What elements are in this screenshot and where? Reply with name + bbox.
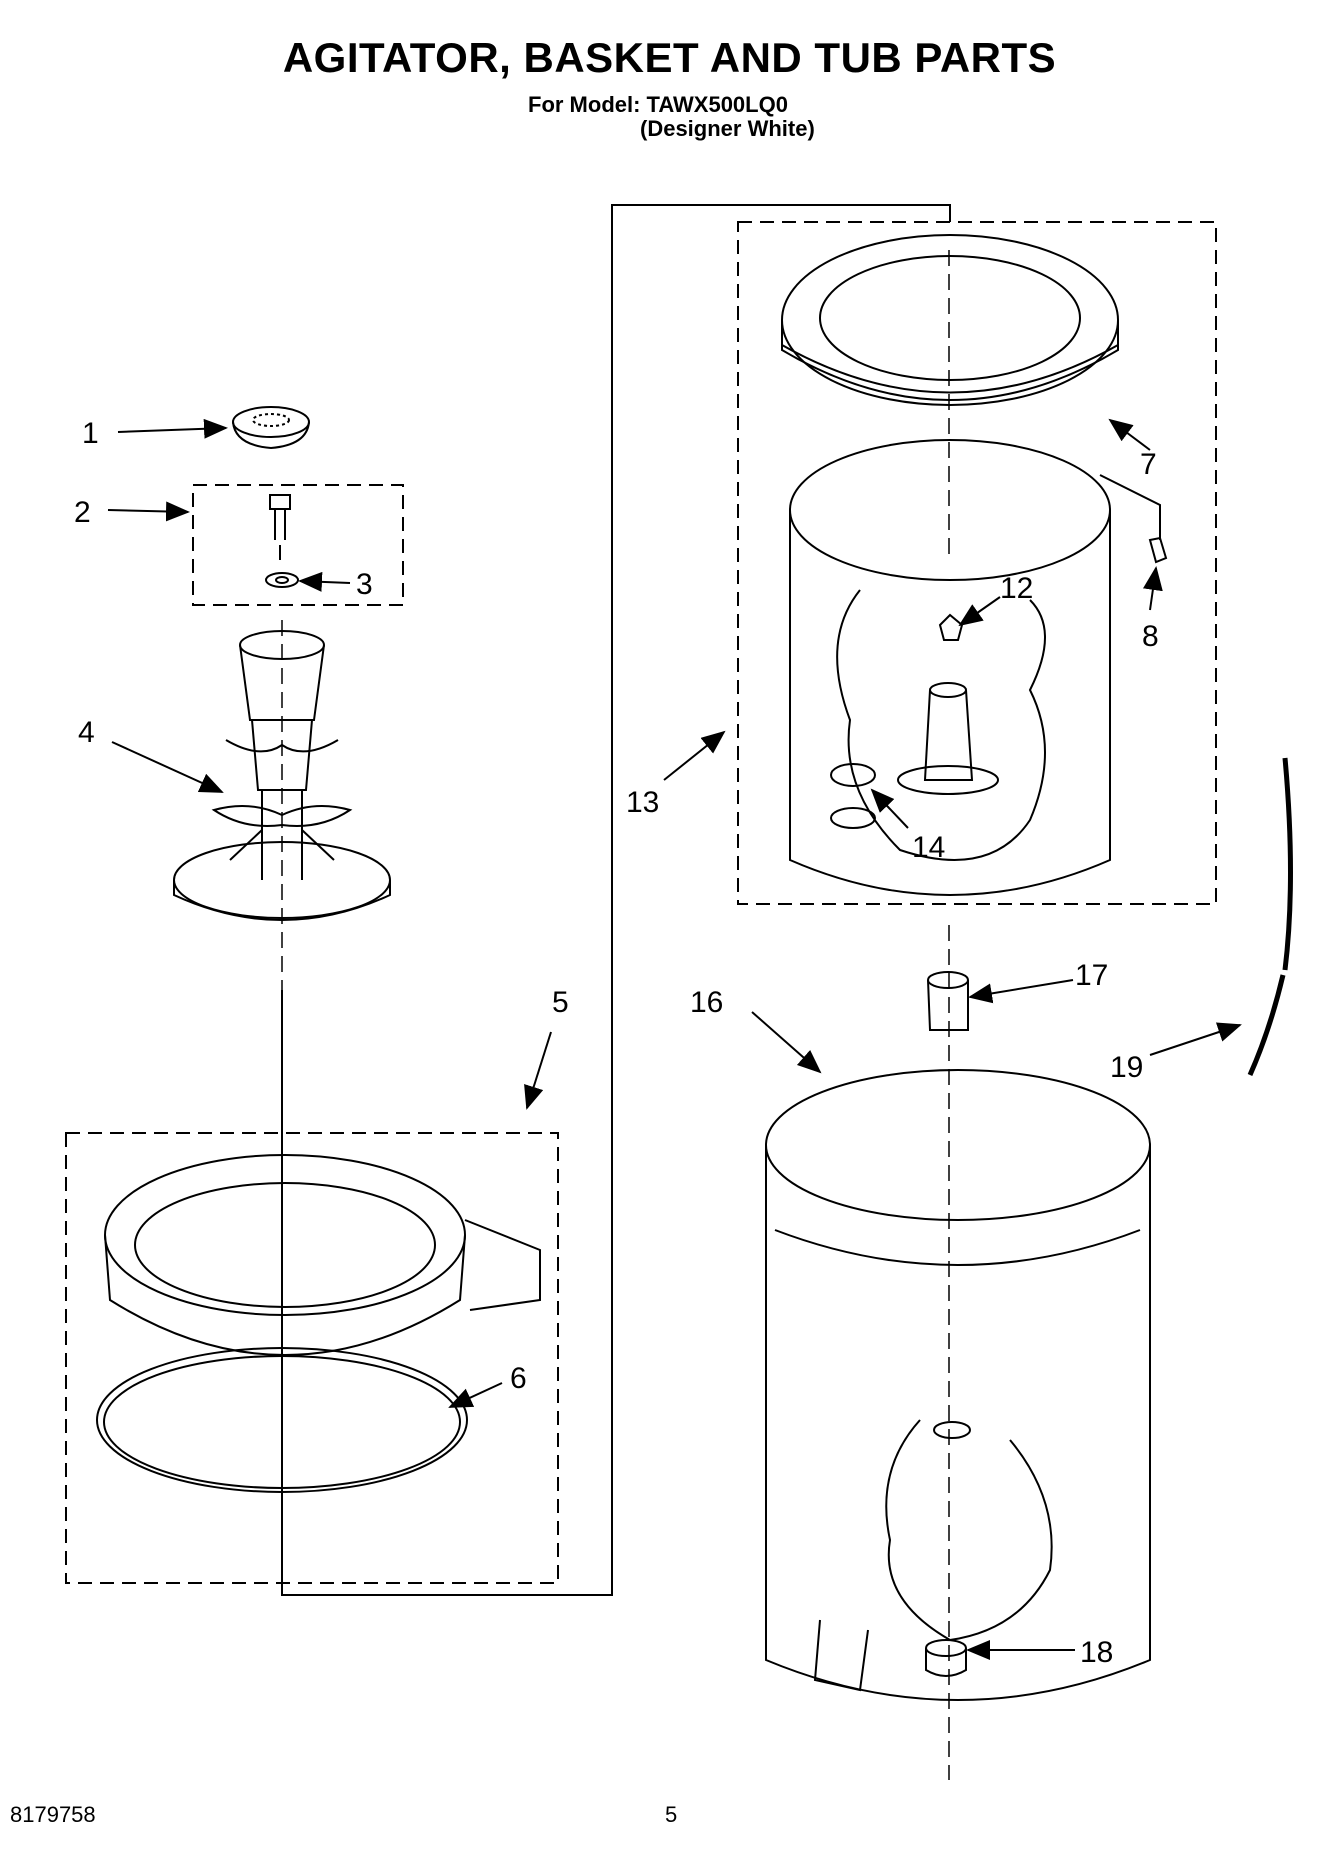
group-13-box <box>737 221 1217 905</box>
callout-12: 12 <box>1000 572 1033 605</box>
callout-17: 17 <box>1075 959 1108 992</box>
part-basket-ring-icon <box>781 234 1119 406</box>
callout-1: 1 <box>82 417 99 450</box>
part-ring-assembly-icon <box>96 1154 541 1493</box>
group-5-box <box>65 1132 559 1584</box>
callout-5: 5 <box>552 986 569 1019</box>
callout-8: 8 <box>1142 620 1159 653</box>
page-title: AGITATOR, BASKET AND TUB PARTS <box>282 34 1057 81</box>
callout-6: 6 <box>510 1362 527 1395</box>
part-basket-icon <box>789 439 1111 896</box>
group-2-box <box>192 484 404 606</box>
part-hose-icon <box>1282 757 1293 971</box>
color-line: (Designer White) <box>640 116 815 141</box>
callout-18: 18 <box>1080 1636 1113 1669</box>
part-agitator-icon <box>173 630 391 921</box>
callout-13: 13 <box>626 786 659 819</box>
callout-2: 2 <box>74 496 91 529</box>
part-clip-icon <box>1148 536 1168 564</box>
document-number: 8179758 <box>10 1802 96 1827</box>
callout-4: 4 <box>78 716 95 749</box>
callout-16: 16 <box>690 986 723 1019</box>
connector-line <box>281 204 951 1596</box>
callout-3: 3 <box>356 568 373 601</box>
page-number: 5 <box>665 1802 678 1827</box>
part-drain-fitting-icon <box>925 1639 967 1677</box>
model-line: For Model: TAWX500LQ0 <box>528 92 788 117</box>
part-bolt-washer-icon <box>265 494 299 588</box>
part-agitator-cap-icon <box>232 406 310 450</box>
part-bushing-icon <box>927 971 969 1031</box>
callout-7: 7 <box>1140 448 1157 481</box>
part-tub-icon <box>765 1069 1151 1701</box>
callout-14: 14 <box>912 831 945 864</box>
callout-19: 19 <box>1110 1051 1143 1084</box>
